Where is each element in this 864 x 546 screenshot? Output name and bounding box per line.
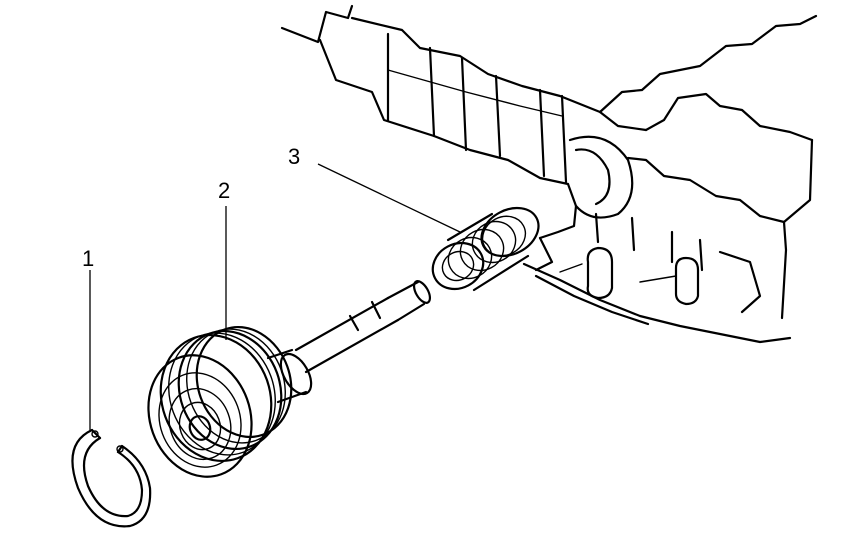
valve-body-housing	[280, 4, 818, 344]
callout-3: 3	[288, 144, 300, 169]
snap-ring	[71, 428, 152, 528]
callout-1: 1	[82, 246, 94, 271]
callout-2: 2	[218, 178, 230, 203]
piston-assembly	[147, 280, 432, 478]
leader-line-3	[317, 163, 461, 233]
spring	[431, 206, 540, 292]
